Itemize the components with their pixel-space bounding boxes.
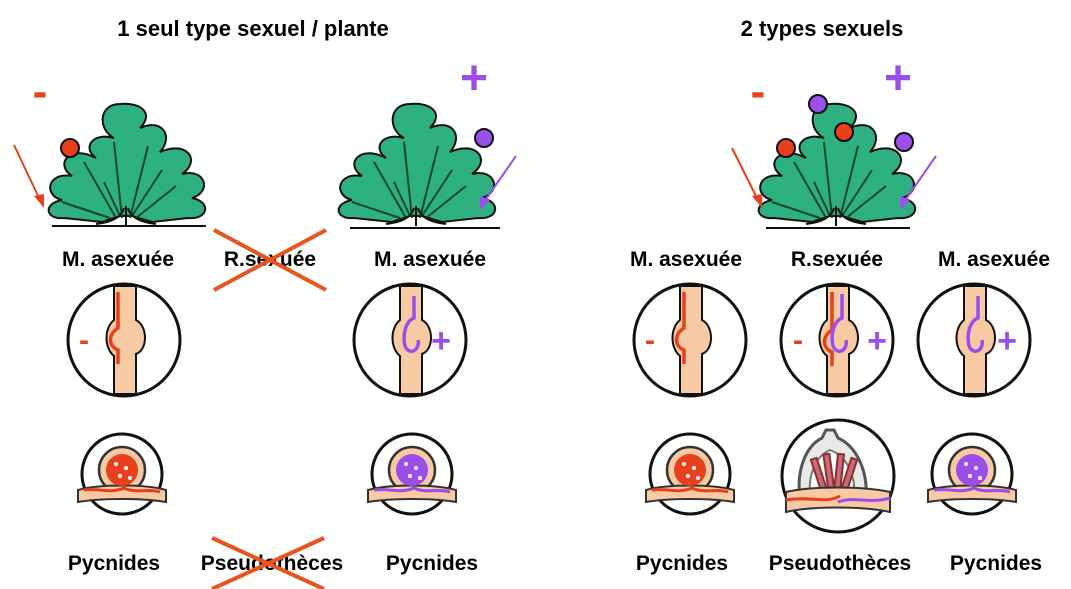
plus-sign: + bbox=[460, 52, 488, 105]
label-asexual-right: M. asexuée bbox=[374, 248, 486, 271]
pycnidium-plus bbox=[928, 434, 1016, 514]
stem-minus-sign: - bbox=[793, 324, 803, 357]
infection-spot-plus bbox=[475, 129, 493, 147]
pycnidium-minus bbox=[646, 434, 734, 514]
stem-plus-sign: + bbox=[997, 322, 1017, 360]
label-pycnides-right: Pycnides bbox=[386, 552, 478, 575]
infection-spot-minus bbox=[61, 139, 79, 157]
right-panel-title: 2 types sexuels bbox=[741, 16, 904, 41]
inoculation-arrow-minus bbox=[14, 145, 44, 208]
pycnidium-minus bbox=[78, 434, 166, 514]
stem-minus-sign: - bbox=[79, 324, 89, 357]
left-panel-title: 1 seul type sexuel / plante bbox=[117, 16, 388, 41]
label-asexual-right: M. asexuée bbox=[938, 248, 1050, 271]
left-plant-plus bbox=[339, 104, 500, 228]
stem-minus-sign: - bbox=[645, 324, 655, 357]
right-plant-both bbox=[759, 95, 915, 228]
minus-sign: - bbox=[33, 67, 48, 116]
minus-sign: - bbox=[751, 67, 766, 116]
label-pycnides-left: Pycnides bbox=[68, 552, 160, 575]
infection-spot-plus bbox=[809, 95, 827, 113]
label-pseudothecia: Pseudothèces bbox=[769, 552, 911, 575]
pycnidium-plus bbox=[368, 434, 456, 514]
label-asexual-left: M. asexuée bbox=[62, 248, 174, 271]
plus-sign: + bbox=[884, 52, 912, 105]
label-pycnides-right: Pycnides bbox=[950, 552, 1042, 575]
left-plant-minus bbox=[49, 104, 206, 226]
inoculation-arrow-minus bbox=[732, 148, 762, 208]
label-asexual-left: M. asexuée bbox=[630, 248, 742, 271]
infection-spot-plus bbox=[895, 133, 913, 151]
pseudothecium bbox=[782, 420, 894, 532]
infection-spot-minus bbox=[777, 139, 795, 157]
infection-spot-minus bbox=[835, 123, 853, 141]
label-sexual: R.sexuée bbox=[791, 248, 883, 271]
stem-plus-sign: + bbox=[867, 322, 887, 360]
stem-plus-sign: + bbox=[431, 322, 451, 360]
label-pycnides-left: Pycnides bbox=[636, 552, 728, 575]
